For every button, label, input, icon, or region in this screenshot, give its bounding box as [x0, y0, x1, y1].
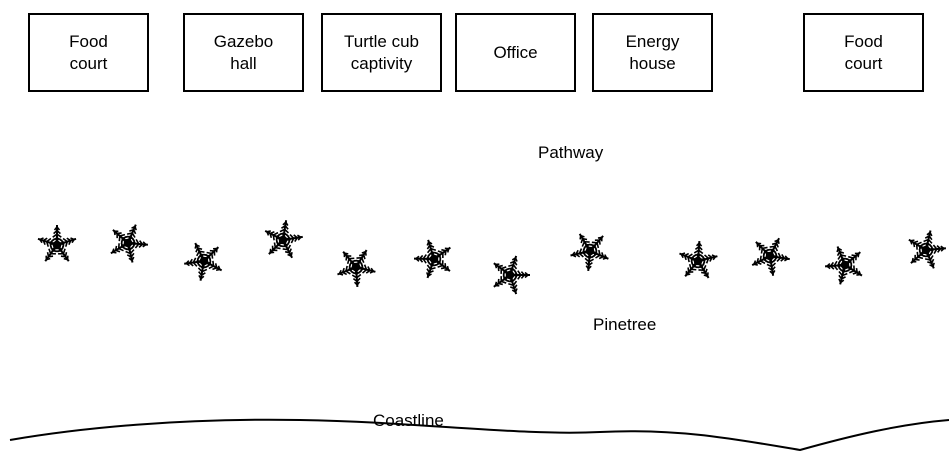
pinetree-icon	[413, 239, 451, 279]
pinetree-icon	[37, 225, 77, 262]
pinetree-icon	[570, 233, 609, 272]
pinetree-icon	[493, 255, 530, 295]
building-food-court-left: Food court	[28, 13, 149, 92]
pinetree-icon	[824, 246, 863, 285]
pinetree-icon	[184, 242, 223, 281]
pinetree-icon	[679, 240, 718, 279]
building-office: Office	[455, 13, 576, 92]
building-energy-house: Energy house	[592, 13, 713, 92]
pathway-label: Pathway	[538, 143, 604, 162]
pinetree-icon	[337, 249, 376, 288]
pinetree-label: Pinetree	[593, 315, 657, 334]
building-food-court-right: Food court	[803, 13, 924, 92]
building-gazebo-hall: Gazebo hall	[183, 13, 304, 92]
pinetree-icon	[264, 220, 303, 259]
pinetree-icon	[110, 224, 149, 263]
building-turtle-cub-captivity: Turtle cub captivity	[321, 13, 442, 92]
pinetree-icon	[751, 237, 790, 276]
pinetree-icon	[908, 230, 947, 269]
